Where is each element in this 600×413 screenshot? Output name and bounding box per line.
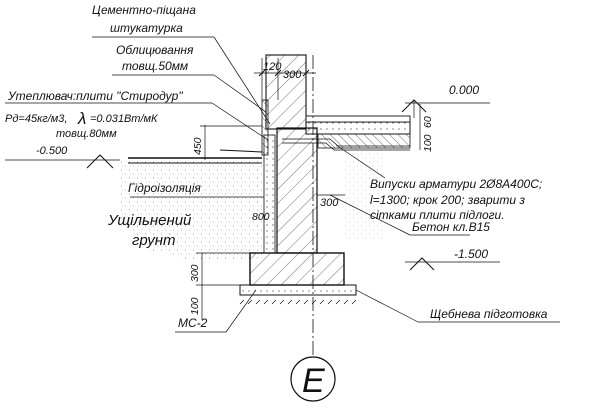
floor-slab-lower (317, 133, 411, 149)
label-rebar-1: Випуски арматури 2Ø8А400С; (370, 177, 542, 191)
gravel-bed (239, 284, 357, 296)
level-ground: -0.500 (36, 145, 68, 157)
label-soil-2: грунт (132, 232, 176, 249)
dim-800: 800 (252, 211, 270, 223)
label-cladding-2: товщ.50мм (122, 59, 188, 73)
dim-100-left: 100 (189, 297, 201, 315)
slab-top-finish (305, 115, 411, 123)
dim-300-top: 300 (283, 69, 302, 81)
label-ms2: МС-2 (178, 316, 208, 330)
foundation-wall (276, 127, 318, 254)
axis-circle (290, 356, 336, 402)
dim-300-left: 300 (189, 264, 201, 282)
dim-450: 450 (192, 137, 204, 155)
label-concrete: Бетон кл.В15 (412, 220, 490, 234)
compacted-soil-fill (118, 160, 262, 262)
rebar-outlet (282, 138, 410, 147)
label-plaster-1: Цементно-піщана (92, 3, 196, 17)
label-waterproofing: Гідроізоляція (128, 181, 201, 195)
label-density: Pд=45кг/м3, (5, 113, 67, 125)
label-lambda-value: =0.031Вт/мК (90, 113, 158, 125)
axis-mark: Е (302, 362, 325, 400)
wall-top (265, 54, 307, 130)
level-floor: 0.000 (449, 83, 479, 97)
label-gravel: Щебнева підготовка (430, 307, 548, 321)
label-rebar-2: l=1300; крок 200; зварити з (370, 193, 525, 207)
blind-area-slope (219, 149, 263, 153)
dim-100-slab: 100 (422, 134, 434, 152)
label-insulation: Утеплювач:плити "Стиродур" (7, 89, 183, 103)
floor-slab (305, 121, 411, 135)
level-bottom: -1.500 (454, 247, 488, 261)
dim-60: 60 (422, 116, 434, 128)
label-thickness: товщ.80мм (56, 128, 117, 140)
label-soil-1: Ущільнений (107, 212, 192, 229)
label-plaster-2: штукатурка (110, 21, 183, 35)
dim-120: 120 (263, 61, 282, 73)
dim-300-wall: 300 (320, 197, 339, 209)
label-lambda-symbol: λ (77, 109, 86, 128)
footing-block (249, 252, 345, 286)
label-cladding-1: Облицювання (116, 43, 194, 57)
ground-under-footing (239, 299, 357, 305)
rebar-outlet-2 (282, 142, 410, 151)
label-rebar-3: сітками плити підлоги. (370, 208, 505, 222)
